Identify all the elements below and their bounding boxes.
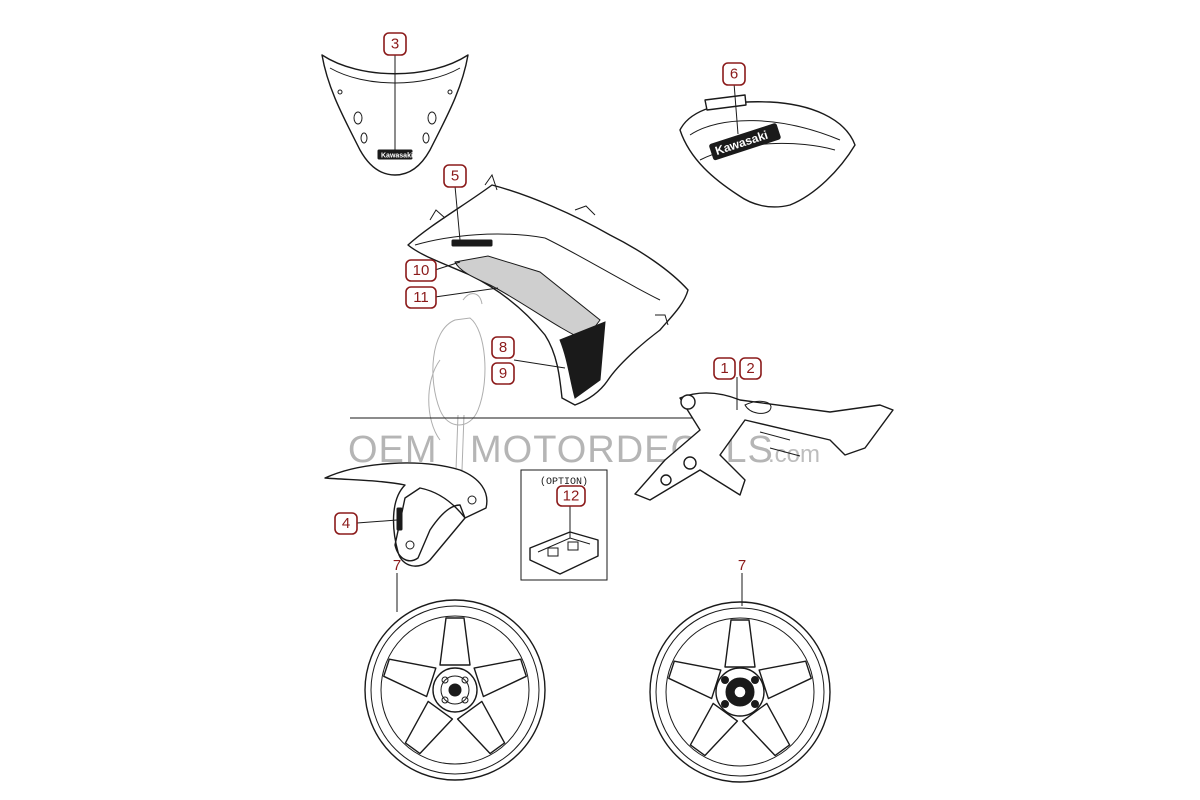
rear-fender-part: [324, 462, 488, 567]
rear-wheel-label: 7: [738, 557, 746, 574]
seat-decal: [709, 123, 781, 161]
option-label: (OPTION): [540, 476, 588, 488]
side-fairing-part: [407, 173, 689, 406]
rear-wheel-part: [649, 601, 831, 783]
callout-5-label: 5: [451, 168, 459, 185]
callout-10-label: 10: [413, 262, 430, 279]
callout-2-label: 2: [746, 360, 754, 377]
callout-4: 4: [334, 512, 358, 535]
front-wheel-part: [364, 599, 546, 781]
callout-10: 10: [405, 259, 437, 282]
callout-9: 9: [491, 362, 515, 385]
callout-6: 6: [722, 62, 746, 86]
callout-11: 11: [405, 286, 437, 309]
callout-5: 5: [443, 164, 467, 188]
callout-1: 1: [713, 357, 736, 380]
callout-9-label: 9: [499, 365, 507, 382]
callout-12: 12: [556, 485, 586, 507]
windscreen-decal-text: Kawasaki: [381, 153, 413, 160]
callout-8-label: 8: [499, 339, 507, 356]
front-wheel-label: 7: [393, 557, 401, 574]
seat-cowl-part: Kawasaki: [679, 94, 856, 208]
callout-6-label: 6: [730, 66, 738, 83]
callout-4-label: 4: [342, 515, 350, 532]
callout-12-label: 12: [563, 488, 580, 505]
callout-3: 3: [383, 32, 407, 56]
front-wheel-spokes: [383, 617, 527, 755]
fender-decal: [396, 507, 403, 531]
callout-11-label: 11: [413, 289, 429, 306]
rear-wheel-spokes: [668, 619, 812, 757]
leader-lines: [356, 55, 743, 612]
callout-8: 8: [491, 336, 515, 359]
callout-1-label: 1: [720, 360, 728, 377]
callout-3-label: 3: [391, 36, 399, 53]
fairing-decal: [451, 239, 493, 247]
callout-2: 2: [739, 357, 762, 380]
frame-cover-part: [634, 392, 894, 501]
watermark-rider-icon: [428, 293, 486, 471]
